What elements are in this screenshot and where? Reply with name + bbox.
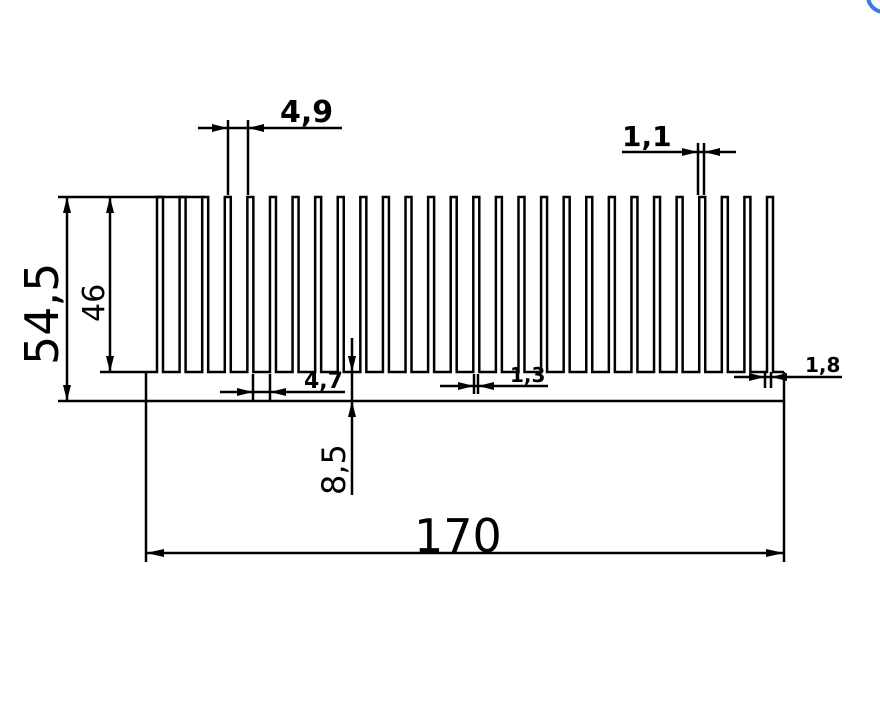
base-outline bbox=[144, 372, 786, 403]
label-edge-fin: 1,8 bbox=[805, 353, 840, 377]
label-base-thickness: 8,5 bbox=[315, 444, 353, 495]
fins-group bbox=[146, 195, 784, 374]
fin-profile bbox=[146, 195, 784, 374]
label-fin-gap: 4,7 bbox=[304, 369, 343, 394]
label-fin-top: 1,1 bbox=[622, 120, 672, 153]
label-fin-base: 1,3 bbox=[510, 363, 545, 387]
label-fin-height: 46 bbox=[77, 284, 112, 322]
label-fin-pitch: 4,9 bbox=[280, 95, 333, 130]
label-total-width: 170 bbox=[414, 509, 502, 563]
label-total-height: 54,5 bbox=[15, 263, 69, 365]
